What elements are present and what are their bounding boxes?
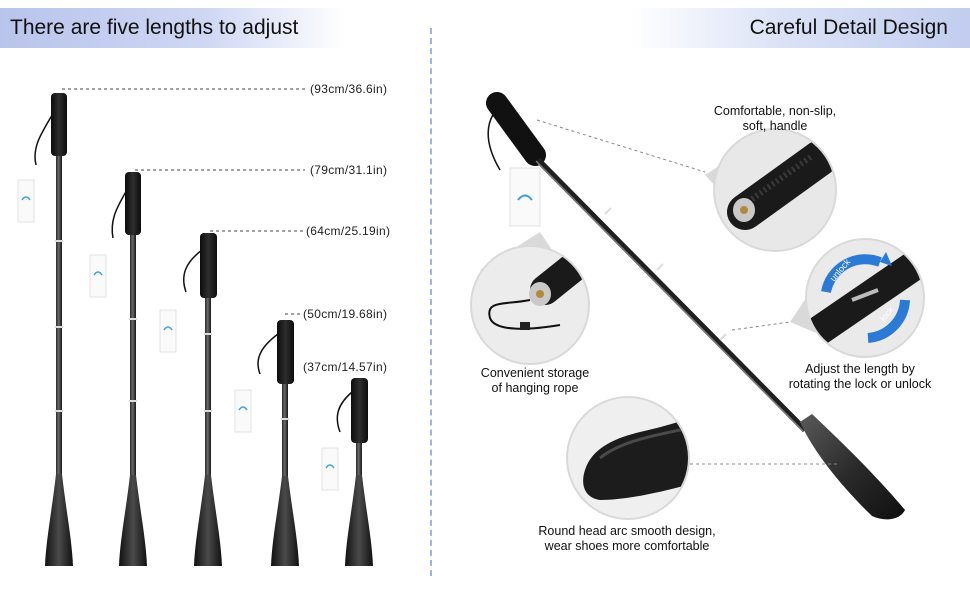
lock-callout: unlock lock bbox=[731, 238, 925, 358]
lock-feature-line-2: rotating the lock or unlock bbox=[788, 377, 932, 391]
length-leaders bbox=[62, 88, 305, 315]
length-label-79: (79cm/31.1in) bbox=[310, 163, 388, 177]
shoehorn-50cm bbox=[257, 320, 299, 566]
shoehorn-37cm bbox=[336, 378, 373, 566]
length-label-93: (93cm/36.6in) bbox=[310, 82, 388, 96]
right-panel-title: Careful Detail Design bbox=[749, 16, 948, 39]
handle-feature-line-2: soft, handle bbox=[742, 119, 808, 133]
right-header-band bbox=[630, 8, 970, 48]
length-label-50: (50cm/19.68in) bbox=[303, 307, 388, 321]
head-feature-line-1: Round head arc smooth design, bbox=[538, 524, 716, 538]
head-feature-label: Round head arc smooth design, wear shoes… bbox=[522, 524, 732, 554]
handle-feature-label: Comfortable, non-slip, soft, handle bbox=[690, 104, 860, 134]
hang-tag-main bbox=[509, 167, 541, 227]
rope-feature-label: Convenient storage of hanging rope bbox=[460, 366, 610, 396]
handle-feature-line-1: Comfortable, non-slip, bbox=[713, 104, 837, 118]
rope-feature-line-1: Convenient storage bbox=[480, 366, 590, 380]
shoehorn-main bbox=[486, 92, 905, 520]
panel-divider bbox=[430, 28, 432, 576]
length-label-64: (64cm/25.19in) bbox=[306, 224, 391, 238]
handle-callout bbox=[536, 119, 837, 252]
lock-feature-line-1: Adjust the length by bbox=[805, 362, 915, 376]
lock-feature-label: Adjust the length by rotating the lock o… bbox=[770, 362, 950, 392]
rope-feature-line-2: of hanging rope bbox=[491, 381, 579, 395]
left-header-band bbox=[0, 8, 345, 48]
rope-callout bbox=[470, 232, 590, 365]
head-callout bbox=[566, 396, 840, 520]
shoehorn-64cm bbox=[182, 233, 222, 566]
head-feature-line-2: wear shoes more comfortable bbox=[544, 539, 710, 553]
hang-tag-icons bbox=[17, 179, 339, 491]
length-label-37: (37cm/14.57in) bbox=[303, 360, 388, 374]
shoehorn-79cm bbox=[111, 172, 147, 566]
left-panel-title: There are five lengths to adjust bbox=[10, 16, 299, 39]
shoehorn-93cm bbox=[34, 93, 73, 566]
